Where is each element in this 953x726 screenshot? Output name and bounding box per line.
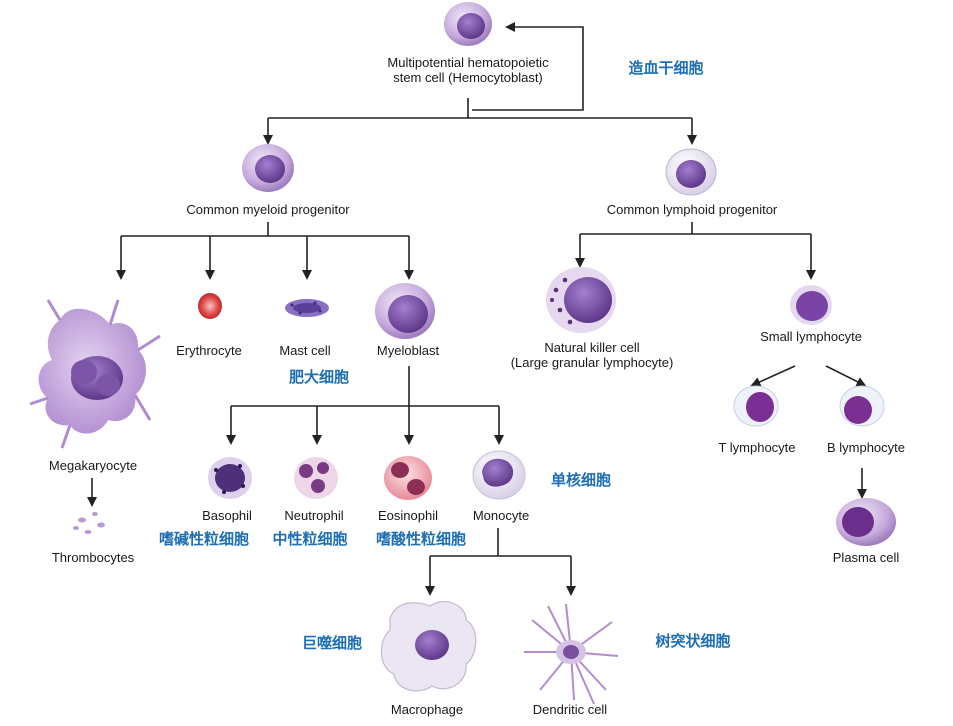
b-lymphocyte-label-line: B lymphocyte: [827, 440, 905, 455]
macrophage-cn-label: 巨噬细胞: [302, 634, 362, 652]
connector-lines: [87, 22, 867, 596]
lymphoid-label: Common lymphoid progenitor: [607, 202, 778, 217]
myeloid-label: Common myeloid progenitor: [186, 202, 350, 217]
nk-cell-icon: [546, 267, 616, 333]
erythrocyte-label: Erythrocyte: [176, 343, 242, 358]
plasma-cell-label-line: Plasma cell: [833, 550, 900, 565]
thrombocytes-icon: [73, 512, 105, 534]
monocyte-label-line: Monocyte: [473, 508, 529, 523]
neutrophil-label: Neutrophil: [284, 508, 343, 523]
small-lymphocyte-label: Small lymphocyte: [760, 329, 862, 344]
thrombocytes-label-line: Thrombocytes: [52, 550, 135, 565]
myeloblast-label-line: Myeloblast: [377, 343, 440, 358]
small-lymphocyte-icon: [790, 285, 832, 325]
stem-cell-icon: [444, 2, 492, 46]
dendritic-cell-label: Dendritic cell: [533, 702, 608, 717]
nk-cell-label-line: (Large granular lymphocyte): [511, 355, 674, 370]
basophil-label: Basophil: [202, 508, 252, 523]
dendritic-cell-label-line: Dendritic cell: [533, 702, 608, 717]
eosinophil-icon: [384, 456, 432, 500]
neutrophil-icon: [294, 457, 338, 499]
megakaryocyte-label-line: Megakaryocyte: [49, 458, 137, 473]
b-lymphocyte-label: B lymphocyte: [827, 440, 905, 455]
lymphoid-label-line: Common lymphoid progenitor: [607, 202, 778, 217]
monocyte-cn-label: 单核细胞: [551, 471, 611, 489]
myeloblast-label: Myeloblast: [377, 343, 440, 358]
stem-cell-label-line: Multipotential hematopoietic: [387, 55, 549, 70]
megakaryocyte-label: Megakaryocyte: [49, 458, 137, 473]
basophil-label-line: Basophil: [202, 508, 252, 523]
stem-cell-cn-label: 造血干细胞: [628, 59, 703, 77]
macrophage-icon: [380, 601, 477, 692]
myeloid-progenitor-icon: [242, 144, 294, 192]
t-lymphocyte-label: T lymphocyte: [718, 440, 795, 455]
plasma-cell-label: Plasma cell: [833, 550, 900, 565]
lymphoid-progenitor-icon: [665, 148, 717, 196]
eosinophil-label-line: Eosinophil: [378, 508, 438, 523]
small-lymphocyte-label-line: Small lymphocyte: [760, 329, 862, 344]
basophil-icon: [208, 457, 252, 499]
myeloblast-icon: [375, 283, 435, 339]
dendritic-cell-icon: [524, 603, 619, 705]
megakaryocyte-icon: [29, 299, 161, 449]
nk-cell-label-line: Natural killer cell: [544, 340, 639, 355]
thrombocytes-label: Thrombocytes: [52, 550, 135, 565]
mast-cell-label-line: Mast cell: [279, 343, 330, 358]
chinese-labels: 造血干细胞 肥大细胞 单核细胞 嗜碱性粒细胞 中性粒细胞 嗜酸性粒细胞 巨噬细胞…: [159, 59, 731, 652]
neutrophil-cn-label: 中性粒细胞: [272, 530, 347, 548]
monocyte-icon: [472, 450, 526, 500]
t-lymphocyte-label-line: T lymphocyte: [718, 440, 795, 455]
erythrocyte-icon: [198, 293, 222, 319]
plasma-cell-icon: [836, 498, 896, 546]
basophil-cn-label: 嗜碱性粒细胞: [159, 530, 249, 548]
b-lymphocyte-icon: [839, 385, 885, 427]
dendritic-cn-label: 树突状细胞: [655, 632, 730, 650]
monocyte-label: Monocyte: [473, 508, 529, 523]
mast-cell-icon: [285, 299, 329, 317]
mast-cell-cn-label: 肥大细胞: [289, 368, 349, 386]
neutrophil-label-line: Neutrophil: [284, 508, 343, 523]
t-lymphocyte-icon: [733, 385, 779, 427]
macrophage-label: Macrophage: [391, 702, 463, 717]
nk-cell-label: Natural killer cell(Large granular lymph…: [511, 340, 674, 370]
eosinophil-label: Eosinophil: [378, 508, 438, 523]
mast-cell-label: Mast cell: [279, 343, 330, 358]
macrophage-label-line: Macrophage: [391, 702, 463, 717]
stem-cell-label-line: stem cell (Hemocytoblast): [393, 70, 543, 85]
myeloid-label-line: Common myeloid progenitor: [186, 202, 350, 217]
erythrocyte-label-line: Erythrocyte: [176, 343, 242, 358]
eosinophil-cn-label: 嗜酸性粒细胞: [376, 530, 466, 548]
